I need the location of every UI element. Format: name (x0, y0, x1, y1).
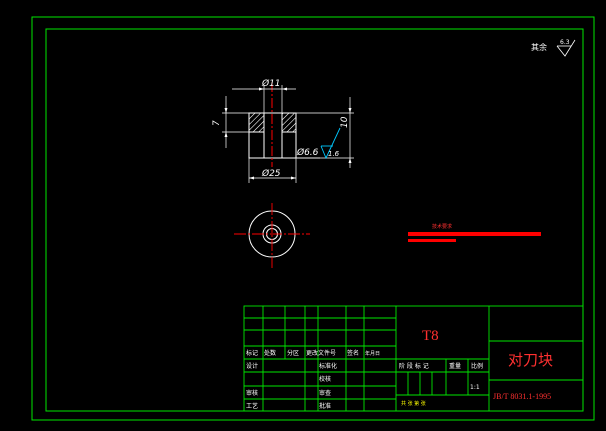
dim-hole-diameter: Ø6.6 (296, 147, 319, 158)
material-label: T8 (422, 328, 439, 344)
label-count: 处数 (264, 349, 276, 357)
label-check: 审核 (246, 389, 258, 397)
part-name: 对刀块 (508, 351, 553, 369)
dim-bottom-diameter: Ø25 (261, 168, 281, 179)
scale-value: 1:1 (470, 384, 480, 391)
label-date: 年月日 (365, 350, 380, 357)
dim-step-height: 7 (212, 120, 222, 126)
dimension-lines (222, 85, 354, 183)
surface-roughness-icon (320, 127, 341, 160)
title-block (243, 305, 584, 412)
label-standardize: 标准化 (319, 362, 337, 370)
roughness-other-symbol-icon (556, 39, 576, 57)
tech-req-title: 技术要求 (432, 223, 452, 230)
label-approve: 批准 (319, 402, 331, 410)
dimension-arrows (224, 87, 352, 180)
label-review: 审查 (319, 389, 331, 397)
label-proofread: 校核 (319, 375, 331, 383)
label-sheets: 共 张 第 张 (401, 400, 426, 407)
label-weight: 重量 (449, 362, 461, 370)
label-zone: 分区 (287, 349, 299, 357)
label-change-doc: 更改文件号 (306, 349, 336, 357)
hole-section (263, 112, 283, 159)
roughness-other-value: 6.3 (560, 39, 570, 46)
label-design: 设计 (246, 362, 258, 370)
label-craft: 工艺 (246, 402, 258, 410)
standard-number: JB/T 8031.1-1995 (493, 392, 551, 401)
tech-req-line-2 (408, 239, 456, 242)
label-signature: 签名 (347, 349, 359, 357)
dim-total-height: 10 (340, 116, 350, 128)
front-section-view (248, 82, 297, 167)
label-mark: 标记 (246, 349, 258, 357)
tech-req-line-1 (408, 232, 541, 236)
outer-frame (31, 16, 595, 421)
dim-top-diameter: Ø11 (261, 78, 281, 89)
roughness-other-label: 其余 (531, 42, 547, 52)
label-stage-mark: 阶 段 标 记 (399, 362, 429, 370)
label-scale: 比例 (471, 362, 483, 370)
surface-roughness-value: 1.6 (328, 150, 340, 158)
top-view (234, 203, 310, 268)
